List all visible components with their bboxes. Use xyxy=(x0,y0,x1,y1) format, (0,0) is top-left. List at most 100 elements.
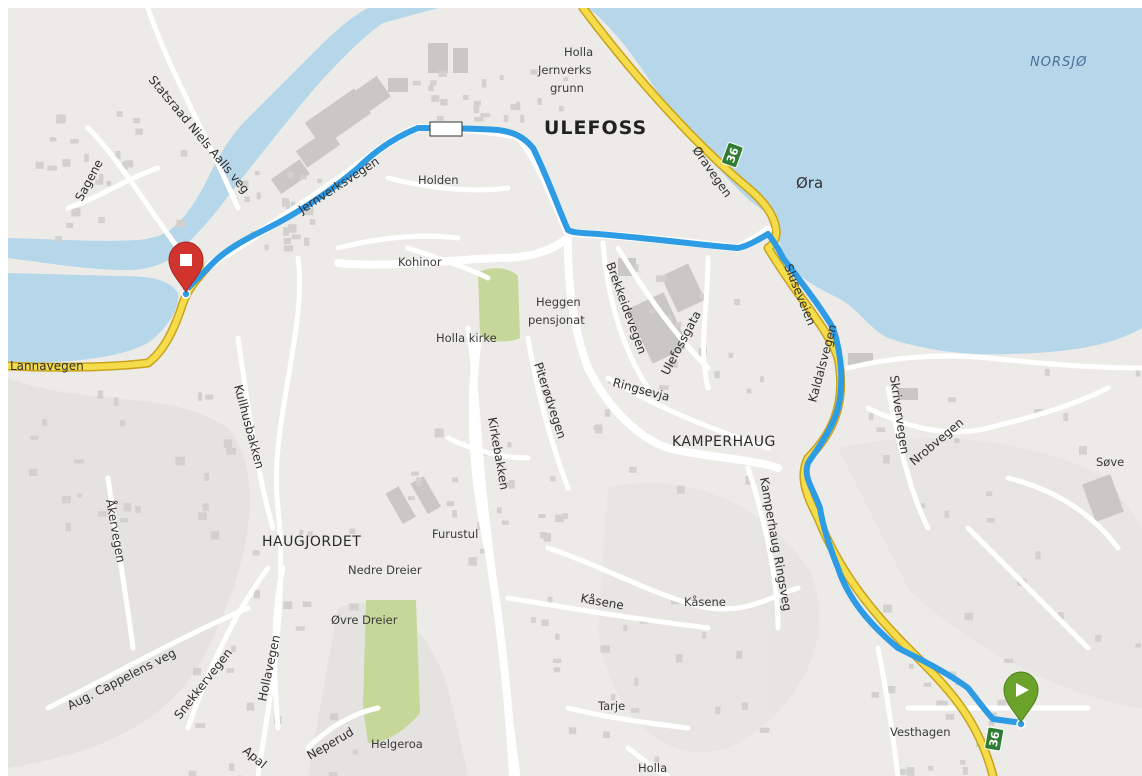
house xyxy=(204,473,209,481)
house xyxy=(531,617,536,623)
house xyxy=(431,95,440,102)
house xyxy=(555,514,564,523)
place-label-holla-jernverks-2: Jernverks xyxy=(537,63,592,77)
house xyxy=(193,667,202,676)
house xyxy=(947,397,956,403)
terrain-shading xyxy=(8,378,1142,776)
house xyxy=(481,79,487,88)
house xyxy=(899,768,906,775)
house xyxy=(202,503,209,512)
house xyxy=(98,511,107,517)
house xyxy=(436,116,444,121)
house xyxy=(906,767,915,776)
house xyxy=(254,589,260,599)
house xyxy=(119,420,126,427)
house xyxy=(428,85,434,92)
house xyxy=(352,749,358,755)
house xyxy=(623,624,628,632)
house xyxy=(123,502,131,512)
house xyxy=(555,633,560,640)
house xyxy=(920,503,926,508)
house xyxy=(135,128,143,135)
house xyxy=(416,477,423,487)
district-label-kamperhaug: KAMPERHAUG xyxy=(672,434,776,450)
house xyxy=(741,702,748,711)
house xyxy=(95,179,104,185)
house xyxy=(610,694,616,701)
house xyxy=(1044,368,1050,376)
house xyxy=(198,512,207,521)
lake-norsjo xyxy=(588,8,1142,355)
house xyxy=(29,468,38,477)
house xyxy=(871,692,879,698)
house xyxy=(1135,643,1141,648)
house xyxy=(231,645,236,653)
house xyxy=(714,371,720,379)
house xyxy=(97,390,104,399)
place-label-holden: Holden xyxy=(418,173,459,187)
house xyxy=(309,219,316,225)
house xyxy=(175,456,185,466)
road-label-lannavegen: Lannavegen xyxy=(10,359,84,373)
house xyxy=(228,763,235,771)
house xyxy=(876,427,886,433)
house xyxy=(561,513,568,519)
map-canvas[interactable]: NORSJØ ULEFOSS Øra Holla Jernverks grunn… xyxy=(8,8,1142,776)
house xyxy=(883,604,892,613)
house xyxy=(195,723,206,728)
house xyxy=(283,245,294,252)
house xyxy=(55,236,62,242)
route-end-marker[interactable] xyxy=(168,241,204,299)
house xyxy=(304,207,314,216)
house xyxy=(508,479,515,489)
house xyxy=(74,459,85,464)
house xyxy=(49,137,57,142)
place-label-holla-jernverks-3: grunn xyxy=(550,81,584,95)
house xyxy=(988,720,995,726)
house xyxy=(507,441,512,448)
house xyxy=(452,477,459,483)
house xyxy=(240,180,249,188)
house xyxy=(295,626,305,631)
house xyxy=(66,222,73,229)
place-label-holla-bottom: Holla xyxy=(638,761,667,775)
house xyxy=(226,447,236,455)
house xyxy=(210,531,220,540)
place-label-ovre-dreier: Øvre Dreier xyxy=(331,613,398,627)
house xyxy=(547,596,553,603)
house xyxy=(503,115,509,123)
route-start-marker[interactable] xyxy=(1003,671,1039,729)
house xyxy=(604,409,611,417)
house xyxy=(283,227,290,236)
house xyxy=(480,548,487,554)
map-frame[interactable]: NORSJØ ULEFOSS Øra Holla Jernverks grunn… xyxy=(8,8,1142,776)
house xyxy=(84,153,89,163)
house xyxy=(759,376,765,383)
house xyxy=(510,104,520,110)
house xyxy=(668,360,678,368)
house xyxy=(552,658,562,663)
house xyxy=(497,507,502,514)
house xyxy=(119,518,128,523)
house xyxy=(180,150,188,157)
house xyxy=(634,677,639,686)
house xyxy=(923,682,932,687)
house xyxy=(287,172,294,179)
house xyxy=(1004,658,1014,663)
river-channel xyxy=(8,8,438,270)
place-label-vesthagen: Vesthagen xyxy=(890,725,951,739)
place-label-tarje: Tarje xyxy=(597,699,625,713)
house xyxy=(634,264,639,272)
house xyxy=(629,466,637,473)
house xyxy=(300,174,307,180)
house xyxy=(936,700,944,710)
house xyxy=(944,510,949,518)
house xyxy=(553,667,561,673)
house xyxy=(541,619,549,627)
house xyxy=(446,501,455,507)
house xyxy=(734,299,741,306)
house xyxy=(953,438,960,443)
house xyxy=(349,528,356,535)
place-label-furustul: Furustul xyxy=(432,527,478,541)
house xyxy=(699,293,708,299)
